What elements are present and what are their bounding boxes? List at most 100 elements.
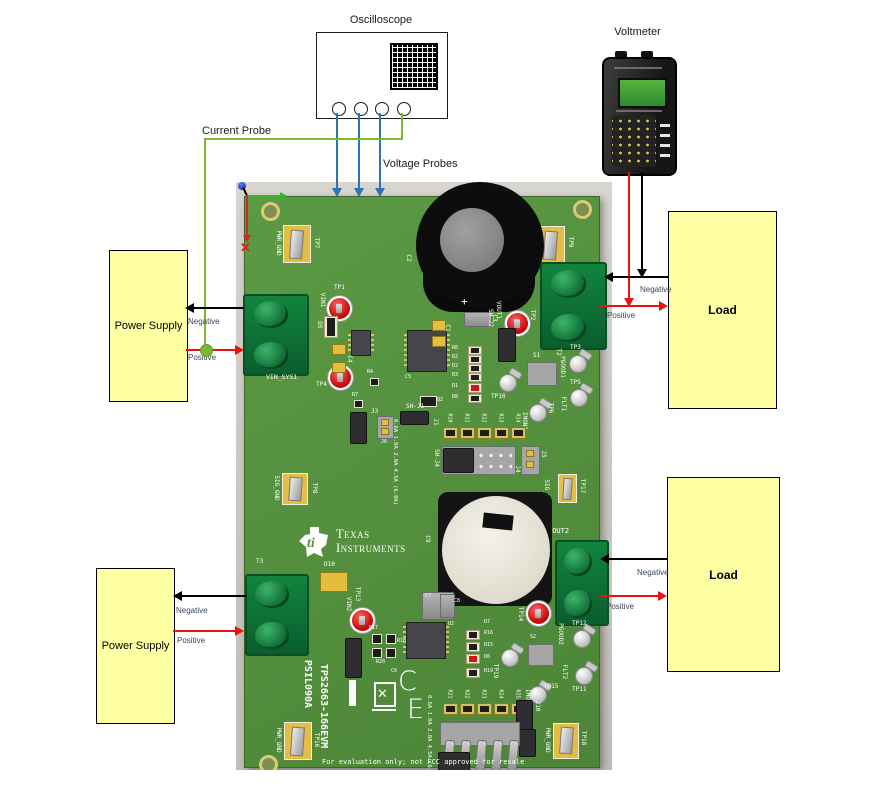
ti-emblem-text: ti: [307, 536, 315, 551]
load-top-negative-wire: [613, 276, 668, 278]
voltage-probe-wire: [358, 113, 360, 188]
tp3-test-point: [569, 355, 587, 373]
current-probe-label: Current Probe: [202, 125, 272, 137]
current-probe-wire: [204, 138, 206, 350]
board-id: PSIL090A: [302, 659, 313, 709]
vout2-label: VOUT2: [548, 527, 570, 535]
transistor-q2: [420, 396, 437, 407]
sh-j4-label: SH-J4: [433, 448, 440, 468]
voltmeter-side-slots: [660, 117, 670, 157]
oscilloscope: [316, 32, 448, 119]
tp13-test-point: [350, 608, 375, 633]
terminal-t3: [245, 574, 309, 656]
r8-label: R8: [452, 394, 459, 400]
sig-gnd-pad: [282, 473, 308, 505]
r13-label: R13: [497, 413, 504, 423]
tp19-label: TP19: [492, 663, 499, 679]
r10-label: R10: [446, 413, 453, 423]
voltmeter-label: Voltmeter: [614, 26, 661, 38]
r17-label: R17: [369, 625, 379, 631]
weee-icon: [374, 682, 396, 707]
ps-top-negative-arrow-icon: [185, 303, 194, 313]
smd-cap: [432, 320, 446, 331]
c5-label: C5: [405, 374, 412, 380]
r16-label: R16: [484, 630, 494, 636]
pwr-gnd-pad: [553, 723, 579, 759]
current-probe-wire: [401, 113, 403, 139]
voltage-probe-wire: [336, 113, 338, 188]
d5-label: D5: [316, 321, 323, 329]
tp18-label: TP18: [580, 730, 587, 746]
c6-label: C6: [391, 668, 398, 674]
load-bottom-negative-wire: [609, 558, 667, 560]
q2-label: Q2: [437, 397, 444, 403]
diode-d5: [324, 316, 338, 338]
board-part-number: TPS2663-166EVM: [318, 663, 329, 749]
mounting-hole: [261, 202, 280, 221]
pwr-gnd-label: PWR_GND: [275, 230, 282, 256]
scope-channel3-connector: [375, 102, 389, 116]
ps-bottom-positive-label: Positive: [177, 636, 206, 645]
load-top: Load: [668, 211, 777, 409]
tp12-test-point: [573, 630, 591, 648]
tp6-label: TP6: [547, 402, 554, 414]
mounting-hole: [573, 200, 592, 219]
smd-part: [354, 400, 363, 408]
voltmeter-connector: [641, 51, 653, 59]
s1-label: S1: [533, 352, 541, 359]
silkscreen-bar: [349, 680, 356, 706]
c8-label: C8: [454, 598, 461, 604]
pwr-gnd-pad: [283, 225, 311, 263]
sig-gnd-pad: [558, 474, 577, 503]
d10-label: D10: [324, 561, 335, 568]
load-bottom-positive-arrow-icon: [658, 591, 667, 601]
voltage-probe-wire: [379, 113, 381, 188]
tp8-label: TP8: [311, 482, 318, 494]
tp5-label: TP5: [570, 379, 581, 386]
r18-label: R18: [397, 638, 407, 644]
r2-label: R2: [452, 354, 459, 360]
d1-label: D1: [452, 383, 459, 389]
ps-top-negative-label: Negative: [188, 317, 220, 326]
axis-origin-icon: [238, 182, 246, 190]
r20-label: R20: [376, 659, 386, 665]
s2-label: S2: [530, 634, 537, 640]
c9-label: C9: [424, 535, 431, 543]
sh-j2-label: SH-J2: [487, 308, 494, 328]
ps-bottom-negative-label: Negative: [176, 606, 208, 615]
diode-d10: [320, 572, 348, 592]
load-top-negative-label: Negative: [640, 285, 672, 294]
tp10-test-point: [499, 374, 517, 392]
tp19-test-point: [501, 649, 519, 667]
voltmeter-keypad: [612, 115, 656, 167]
d7-label: D7: [484, 619, 491, 625]
sh-j1-label: SH-J1: [406, 403, 425, 410]
voltage-probe-arrow-icon: [332, 188, 342, 197]
tp10-label: TP10: [491, 393, 506, 400]
terminal-vin-sys1: [243, 294, 309, 376]
part-j9: [519, 729, 536, 757]
tp13-label: TP13: [354, 586, 361, 602]
d6-label: D6: [484, 654, 491, 660]
load-top-positive-wire: [600, 305, 659, 307]
tp9-label: TP9: [567, 236, 574, 248]
tp6-test-point: [529, 404, 547, 422]
sig-gnd-label: SIG_GND: [273, 475, 280, 501]
c1-label: C1: [444, 324, 451, 332]
capacitor-c9-marking: [482, 512, 514, 531]
brand-line1: Texas: [336, 527, 370, 541]
vin1-label: VIN1: [319, 292, 326, 308]
voltmeter-screen: [618, 78, 667, 108]
r4-label: R4: [367, 369, 374, 375]
ps-bottom-negative-arrow-icon: [173, 591, 182, 601]
smd-cap: [332, 362, 346, 373]
tp12-label: TP12: [572, 620, 587, 627]
d2-label: D2: [452, 363, 459, 369]
load-top-negative-arrow-icon: [604, 272, 613, 282]
axis-y-line: [246, 195, 248, 235]
r12-label: R12: [480, 413, 487, 423]
jumper-sh-j1: [400, 411, 429, 425]
ti-logo-icon: ti: [299, 527, 328, 557]
cap-c3: [464, 312, 492, 327]
